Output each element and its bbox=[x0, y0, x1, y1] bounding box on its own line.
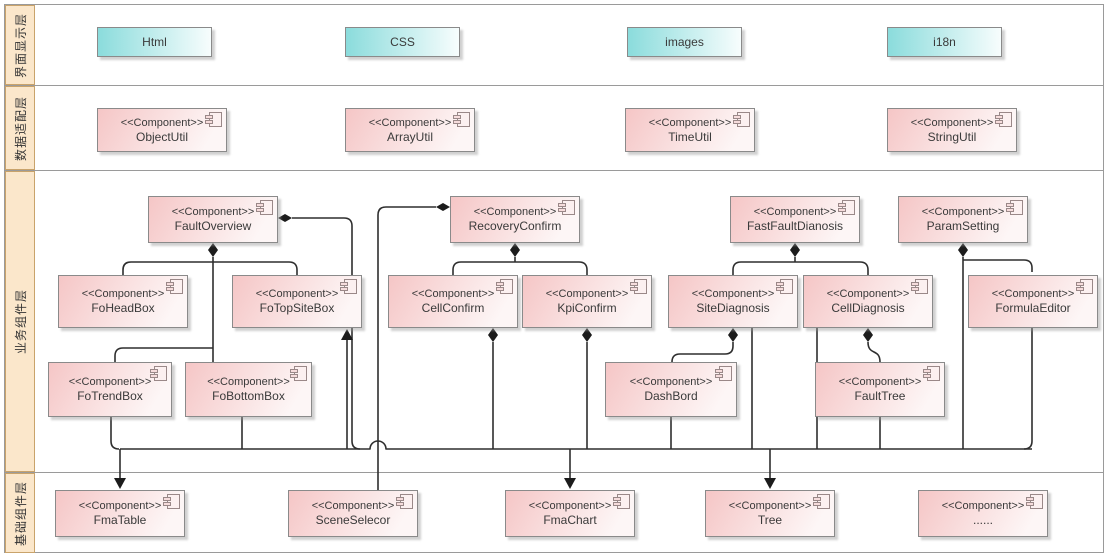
component-cell-confirm[interactable]: <<Component>>CellConfirm bbox=[388, 275, 518, 328]
component-formula-editor[interactable]: <<Component>>FormulaEditor bbox=[968, 275, 1098, 328]
component-icon bbox=[290, 366, 307, 381]
component-fault-tree[interactable]: <<Component>>FaultTree bbox=[815, 362, 945, 417]
diagram-frame bbox=[4, 4, 1104, 553]
component-tree[interactable]: <<Component>>Tree bbox=[705, 490, 835, 537]
component-icon bbox=[453, 112, 470, 127]
component-icon bbox=[776, 279, 793, 294]
component-fma-table[interactable]: <<Component>>FmaTable bbox=[55, 490, 185, 537]
component-site-diagnosis[interactable]: <<Component>>SiteDiagnosis bbox=[668, 275, 798, 328]
component-fo-trend-box[interactable]: <<Component>>FoTrendBox bbox=[48, 362, 172, 417]
component-icon bbox=[733, 112, 750, 127]
component-icon bbox=[995, 112, 1012, 127]
component-icon bbox=[166, 279, 183, 294]
component-icon bbox=[630, 279, 647, 294]
component-string-util[interactable]: <<Component>>StringUtil bbox=[887, 108, 1017, 152]
component-icon bbox=[340, 279, 357, 294]
ui-box-images[interactable]: images bbox=[627, 27, 742, 57]
component-icon bbox=[838, 200, 855, 215]
ui-box-label: images bbox=[665, 35, 704, 49]
component-icon bbox=[613, 494, 630, 509]
component-icon bbox=[496, 279, 513, 294]
component-fo-head-box[interactable]: <<Component>>FoHeadBox bbox=[58, 275, 188, 328]
lane-label-data-adapter: 数据适配层 bbox=[5, 86, 35, 170]
lane-label-ui-display: 界面显示层 bbox=[5, 5, 35, 85]
component-fma-chart[interactable]: <<Component>>FmaChart bbox=[505, 490, 635, 537]
component-fo-top-site-box[interactable]: <<Component>>FoTopSiteBox bbox=[232, 275, 362, 328]
component-recovery-confirm[interactable]: <<Component>>RecoveryConfirm bbox=[450, 196, 580, 243]
lane-divider-2 bbox=[4, 170, 1104, 171]
lane-label-business: 业务组件层 bbox=[5, 171, 35, 472]
component-time-util[interactable]: <<Component>>TimeUtil bbox=[625, 108, 755, 152]
component-fo-bottom-box[interactable]: <<Component>>FoBottomBox bbox=[185, 362, 312, 417]
lane-label-base: 基础组件层 bbox=[5, 473, 35, 553]
ui-box-label: Html bbox=[142, 35, 167, 49]
component-icon bbox=[205, 112, 222, 127]
component-icon bbox=[256, 200, 273, 215]
component-fast-fault-dianosis[interactable]: <<Component>>FastFaultDianosis bbox=[730, 196, 860, 243]
lane-divider-1 bbox=[4, 85, 1104, 86]
lane-divider-3 bbox=[4, 472, 1104, 473]
ui-box-i18n[interactable]: i18n bbox=[887, 27, 1002, 57]
component-kpi-confirm[interactable]: <<Component>>KpiConfirm bbox=[522, 275, 652, 328]
component-cell-diagnosis[interactable]: <<Component>>CellDiagnosis bbox=[803, 275, 933, 328]
ui-box-label: i18n bbox=[933, 35, 956, 49]
component-icon bbox=[911, 279, 928, 294]
component-ellipsis[interactable]: <<Component>>...... bbox=[918, 490, 1048, 537]
component-object-util[interactable]: <<Component>>ObjectUtil bbox=[97, 108, 227, 152]
component-array-util[interactable]: <<Component>>ArrayUtil bbox=[345, 108, 475, 152]
component-param-setting[interactable]: <<Component>>ParamSetting bbox=[898, 196, 1028, 243]
component-icon bbox=[1076, 279, 1093, 294]
component-icon bbox=[1026, 494, 1043, 509]
component-icon bbox=[813, 494, 830, 509]
component-icon bbox=[923, 366, 940, 381]
component-icon bbox=[150, 366, 167, 381]
ui-box-label: CSS bbox=[390, 35, 415, 49]
ui-box-css[interactable]: CSS bbox=[345, 27, 460, 57]
component-icon bbox=[163, 494, 180, 509]
component-icon bbox=[396, 494, 413, 509]
component-fault-overview[interactable]: <<Component>>FaultOverview bbox=[148, 196, 278, 243]
component-icon bbox=[715, 366, 732, 381]
component-scene-selecor[interactable]: <<Component>>SceneSelecor bbox=[288, 490, 418, 537]
component-dash-bord[interactable]: <<Component>>DashBord bbox=[605, 362, 737, 417]
component-icon bbox=[1006, 200, 1023, 215]
component-icon bbox=[558, 200, 575, 215]
ui-box-html[interactable]: Html bbox=[97, 27, 212, 57]
